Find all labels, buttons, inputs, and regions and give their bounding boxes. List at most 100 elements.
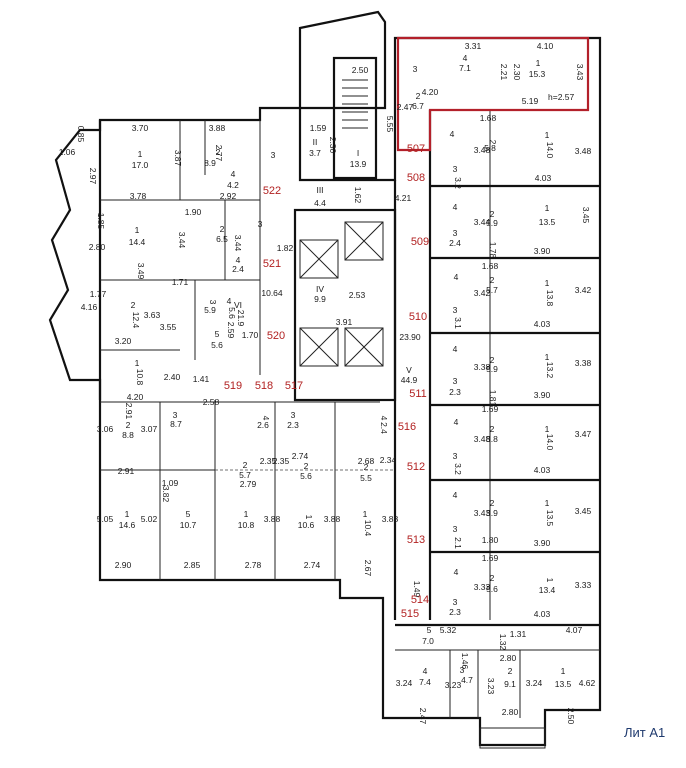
room-label: 3 [453, 305, 458, 315]
room-label: 1 [244, 509, 249, 519]
room-label: 21.9 [236, 310, 246, 327]
room-label: 1 [545, 578, 555, 583]
apartment-number[interactable]: 516 [398, 421, 416, 433]
room-label: 1.41 [193, 374, 210, 384]
room-label: 1 [363, 509, 368, 519]
room-label: II [313, 137, 318, 147]
room-label: 4.62 [579, 678, 596, 688]
room-label: 3.38 [575, 358, 592, 368]
room-label: 3.07 [141, 424, 158, 434]
room-label: 4 [231, 169, 236, 179]
apartment-number[interactable]: 510 [409, 311, 427, 323]
room-label: 3.49 [136, 263, 146, 280]
unit-numbers: 507 508 509 510 511 512 513 514 515 516 517 518 519 5… [224, 143, 429, 620]
room-label: 3.88 [264, 514, 281, 524]
room-label: 5.9 [486, 364, 498, 374]
room-label: 3.06 [97, 424, 114, 434]
room-label: 12.4 [131, 312, 141, 329]
room-label: 2.34 [380, 455, 397, 465]
room-label: 2.50 [352, 65, 369, 75]
apartment-number[interactable]: 517 [285, 380, 303, 392]
room-label: 2 [490, 573, 495, 583]
room-label: 2 [490, 424, 495, 434]
room-label: 4.20 [127, 392, 144, 402]
room-label: 1.62 [353, 187, 363, 204]
apartment-number[interactable]: 508 [407, 172, 425, 184]
room-label: 6.5 [216, 234, 228, 244]
room-label: 2.74 [304, 560, 321, 570]
room-label: 1 [536, 58, 541, 68]
room-label: 4 [261, 416, 271, 421]
room-label: 4.21 [395, 193, 412, 203]
room-label: 2.91 [118, 466, 135, 476]
apartment-number[interactable]: 520 [267, 330, 285, 342]
room-label: 3.23 [486, 678, 496, 695]
apartment-number[interactable]: 513 [407, 534, 425, 546]
room-label: 5.5 [360, 473, 372, 483]
room-label: 1.69 [482, 404, 499, 414]
room-label: 4.10 [537, 41, 554, 51]
room-label: 3 [291, 410, 296, 420]
room-label: 1 [304, 515, 314, 520]
room-label: 1.49 [412, 581, 422, 598]
room-label: 3.43 [575, 64, 585, 81]
room-label: 14.0 [545, 142, 555, 159]
room-label: 5.7 [486, 285, 498, 295]
ceiling-height: h=2.57 [548, 92, 575, 102]
apartment-number[interactable]: 509 [411, 236, 429, 248]
room-label: 5.32 [440, 625, 457, 635]
room-label: 5.19 [522, 96, 539, 106]
room-label: 3.33 [575, 580, 592, 590]
room-label: 3.23 [445, 680, 462, 690]
room-label: 1 [545, 203, 550, 213]
room-label: 2 [508, 666, 513, 676]
room-label: 23.90 [399, 332, 421, 342]
room-label: 2.79 [240, 479, 257, 489]
apartment-number[interactable]: 521 [263, 258, 281, 270]
room-label: 10.6 [298, 520, 315, 530]
room-label: 4.07 [566, 625, 583, 635]
room-label: 2.30 [512, 64, 522, 81]
room-label: 3.48 [575, 146, 592, 156]
room-label: 3.2 [453, 177, 463, 189]
room-label: I [357, 148, 359, 158]
room-label: 13.8 [545, 290, 555, 307]
room-label: 3.45 [575, 506, 592, 516]
room-label: 1.46 [460, 653, 470, 670]
highlighted-apartment[interactable] [396, 36, 590, 152]
room-label: 3 [271, 150, 276, 160]
apartment-number[interactable]: 519 [224, 380, 242, 392]
room-label: 2 [216, 147, 221, 157]
apartment-number[interactable]: 507 [407, 143, 425, 155]
room-label: 4 [453, 344, 458, 354]
room-label: 2.1 [453, 537, 463, 549]
room-label: 5 [427, 625, 432, 635]
room-label: 3.90 [534, 538, 551, 548]
room-label: 2.68 [358, 456, 375, 466]
room-label: 2 [304, 461, 309, 471]
room-label: 3.42 [474, 288, 491, 298]
room-label: 4.16 [81, 302, 98, 312]
room-label: 1.81 [488, 390, 498, 407]
room-label: 4.20 [422, 87, 439, 97]
room-label: 2.77 [214, 145, 224, 162]
apartment-number[interactable]: 511 [409, 388, 427, 400]
apartment-number[interactable]: 512 [407, 461, 425, 473]
apartment-number[interactable]: 515 [401, 608, 419, 620]
room-label: 10.7 [180, 520, 197, 530]
room-label: 2.30 [328, 137, 338, 154]
apartment-number[interactable]: 518 [255, 380, 273, 392]
room-label: 5.8 [484, 143, 496, 153]
room-label: 2.53 [349, 290, 366, 300]
room-label: 3 [173, 410, 178, 420]
apartment-number[interactable]: 522 [263, 185, 281, 197]
room-label: 2.78 [245, 560, 262, 570]
room-label: 4.4 [314, 198, 326, 208]
room-label: 2 [131, 300, 136, 310]
room-label: 2 [490, 275, 495, 285]
room-label: 1 [545, 498, 550, 508]
room-label: 14.6 [119, 520, 136, 530]
apartment-number[interactable]: 514 [411, 594, 429, 606]
